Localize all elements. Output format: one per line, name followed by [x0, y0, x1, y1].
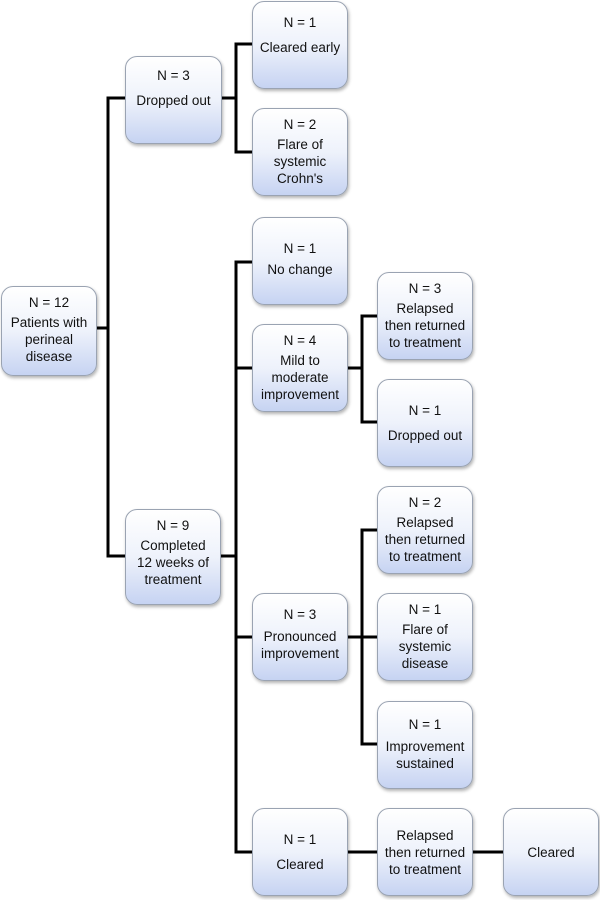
node-cleared-early: N = 1 Cleared early: [252, 1, 348, 89]
node-cleared: N = 1 Cleared: [252, 808, 348, 896]
node-label: Relapsed then returned to treatment: [384, 301, 466, 350]
node-completed: N = 9 Completed 12 weeks of treatment: [125, 509, 221, 605]
node-label: Dropped out: [136, 93, 211, 108]
node-label: Improvement sustained: [385, 739, 465, 771]
node-label: Dropped out: [387, 428, 463, 443]
node-final-cleared: Cleared: [503, 808, 599, 896]
node-count: N = 3: [408, 281, 442, 296]
node-pronounced-relapsed: N = 2 Relapsed then returned to treatmen…: [377, 486, 473, 574]
node-count: N = 3: [157, 68, 190, 83]
node-label: Flare of systemic disease: [398, 622, 452, 671]
node-label: Flare of systemic Crohn's: [273, 137, 327, 186]
node-no-change: N = 1 No change: [252, 217, 348, 305]
node-pronounced-flare: N = 1 Flare of systemic disease: [377, 593, 473, 681]
connector-completed: [219, 260, 253, 854]
node-count: N = 1: [283, 15, 317, 30]
connector-pronounced: [346, 528, 379, 746]
node-count: N = 9: [156, 518, 190, 533]
connector-mild: [346, 314, 379, 424]
node-count: N = 2: [283, 117, 317, 132]
node-mild-improvement: N = 4 Mild to moderate improvement: [252, 324, 348, 412]
node-label: Completed 12 weeks of treatment: [136, 538, 210, 587]
node-label: Pronounced improvement: [260, 629, 340, 661]
node-label: Relapsed then returned to treatment: [384, 515, 466, 564]
connector-dropped-out: [220, 42, 253, 154]
node-flare-crohns: N = 2 Flare of systemic Crohn's: [252, 108, 348, 196]
node-count: N = 2: [408, 495, 442, 510]
node-label: Patients with perineal disease: [10, 315, 88, 364]
node-count: N = 4: [283, 333, 317, 348]
node-cleared-relapsed: Relapsed then returned to treatment: [377, 808, 473, 896]
node-label: Mild to moderate improvement: [260, 353, 340, 402]
node-label: Cleared: [527, 844, 575, 860]
node-pronounced-improvement: N = 3 Pronounced improvement: [252, 593, 348, 681]
node-dropped-out: N = 3 Dropped out: [125, 56, 222, 144]
node-label: Relapsed then returned to treatment: [384, 827, 466, 877]
node-mild-relapsed: N = 3 Relapsed then returned to treatmen…: [377, 272, 473, 360]
node-count: N = 1: [408, 403, 442, 418]
node-label: Cleared early: [259, 40, 341, 55]
node-count: N = 1: [408, 602, 442, 617]
node-label: Cleared: [276, 857, 324, 872]
connector-root: [94, 96, 126, 558]
node-count: N = 1: [283, 241, 317, 256]
node-mild-dropped-out: N = 1 Dropped out: [377, 379, 473, 467]
node-improvement-sustained: N = 1 Improvement sustained: [377, 701, 473, 789]
node-count: N = 1: [408, 717, 442, 732]
node-label: No change: [267, 262, 333, 277]
node-count: N = 1: [283, 832, 317, 847]
node-count: N = 3: [283, 607, 317, 622]
node-count: N = 12: [28, 295, 70, 310]
node-patients-perineal: N = 12 Patients with perineal disease: [1, 286, 97, 376]
